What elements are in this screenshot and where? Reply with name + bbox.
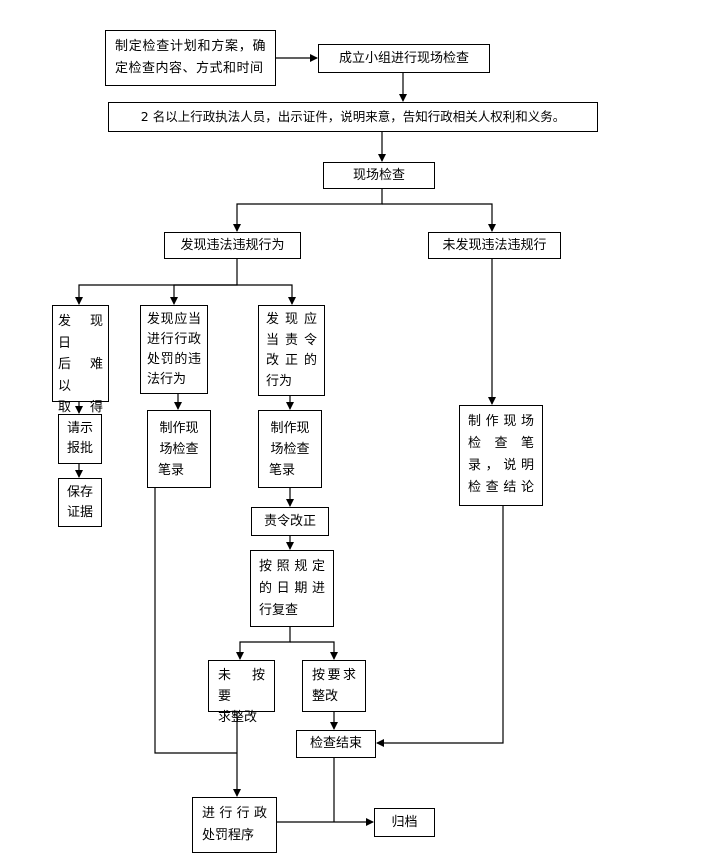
procedure-line-1: 进 行 行 政	[202, 806, 267, 821]
branch-inspect	[233, 189, 383, 232]
record-penalty-line-3: 笔录	[158, 462, 185, 478]
branch-found-left	[75, 259, 238, 305]
record-penalty-box: 制作现 场检查 笔录	[147, 410, 211, 488]
preserve-line-1: 保存	[66, 484, 93, 500]
not-rectified-line-2: 求整改	[218, 710, 258, 725]
record-penalty-line-1: 制作现	[159, 420, 199, 436]
preserve-box: 保存 证据	[58, 478, 102, 527]
notfound-text: 未发现违法违规行	[442, 237, 547, 253]
order-text: 责令改正	[263, 513, 316, 529]
penalty-case-line-2: 进行行政	[147, 332, 201, 347]
penalty-case-box: 发现应当 进行行政 处罚的违 法行为	[140, 305, 208, 394]
record-none-line-1: 制作现场	[468, 414, 534, 429]
archive-box: 归档	[374, 808, 435, 837]
branch-recheck-right	[290, 641, 338, 660]
penalty-case-line-4: 法行为	[147, 372, 187, 387]
recheck-line-1: 按照规定	[259, 559, 325, 574]
end-box: 检查结束	[296, 730, 376, 758]
inspect-text: 现场检查	[352, 167, 405, 183]
recheck-line-2: 的日期进	[259, 581, 325, 596]
notfound-box: 未发现违法违规行	[428, 232, 561, 259]
branch-found-mid	[170, 284, 237, 305]
evidence-line-2: 后 难 以	[58, 357, 103, 394]
plan-box: 制定检查计划和方案，确定检查内容、方式和时间	[105, 30, 276, 86]
recheck-line-3: 行复查	[259, 603, 299, 618]
branch-inspect-right	[382, 203, 496, 232]
record-none-line-2: 检 查 笔	[468, 436, 534, 451]
rectified-line-2: 整改	[312, 689, 339, 704]
end-text: 检查结束	[309, 736, 362, 751]
evidence-box: 发 现 日 后 难 以 取 得 的 证据	[52, 305, 109, 458]
rectified-line-1: 按要求	[312, 668, 356, 683]
found-text: 发现违法违规行为	[180, 237, 285, 253]
record-none-line-4: 检查结论	[468, 480, 534, 495]
procedure-line-2: 处罚程序	[202, 828, 255, 843]
record-correct-line-2: 场检查	[270, 441, 310, 457]
record-correct-box: 制作现 场检查 笔录	[258, 410, 322, 488]
approve-box: 请示 报批	[58, 414, 102, 464]
found-box: 发现违法违规行为	[164, 232, 301, 259]
record-correct-line-3: 笔录	[269, 462, 296, 478]
arrow-record-none-to-end	[376, 506, 504, 747]
correct-case-box: 发 现 应 当 责 令 改 正 的 行为	[258, 305, 325, 396]
approve-line-1: 请示	[66, 421, 93, 436]
record-none-line-3: 录，说明	[468, 458, 534, 473]
plan-text: 制定检查计划和方案，确定检查内容、方式和时间	[115, 39, 266, 76]
correct-case-line-3: 改 正 的	[266, 353, 317, 368]
order-box: 责令改正	[251, 507, 329, 536]
team-box: 成立小组进行现场检查	[318, 44, 490, 73]
officers-text: 2 名以上行政执法人员，出示证件，说明来意，告知行政相关人权利和义务。	[140, 109, 566, 124]
archive-text: 归档	[391, 814, 418, 830]
approve-line-2: 报批	[66, 441, 93, 456]
inspect-box: 现场检查	[323, 162, 435, 189]
not-rectified-line-1: 未 按 要	[218, 668, 265, 704]
recheck-box: 按照规定 的日期进 行复查	[250, 550, 334, 627]
penalty-case-line-3: 处罚的违	[147, 352, 201, 367]
penalty-case-line-1: 发现应当	[147, 312, 201, 327]
correct-case-line-4: 行为	[266, 373, 293, 389]
officers-box: 2 名以上行政执法人员，出示证件，说明来意，告知行政相关人权利和义务。	[108, 102, 598, 132]
record-penalty-line-2: 场检查	[159, 441, 199, 457]
arrow-record-penalty-to-procedure	[154, 488, 237, 754]
preserve-line-2: 证据	[66, 504, 93, 520]
team-text: 成立小组进行现场检查	[338, 50, 469, 66]
evidence-line-1: 发 现 日	[58, 314, 103, 351]
branch-recheck-left	[236, 627, 291, 660]
record-correct-line-1: 制作现	[270, 420, 310, 436]
procedure-box: 进 行 行 政 处罚程序	[192, 797, 277, 853]
correct-case-line-1: 发 现 应	[266, 312, 317, 327]
record-none-box: 制作现场 检 查 笔 录，说明 检查结论	[459, 405, 543, 506]
branch-found-right	[237, 284, 296, 305]
not-rectified-box: 未 按 要 求整改	[208, 660, 275, 725]
rectified-box: 按要求 整改	[302, 660, 366, 712]
correct-case-line-2: 当 责 令	[266, 332, 317, 348]
